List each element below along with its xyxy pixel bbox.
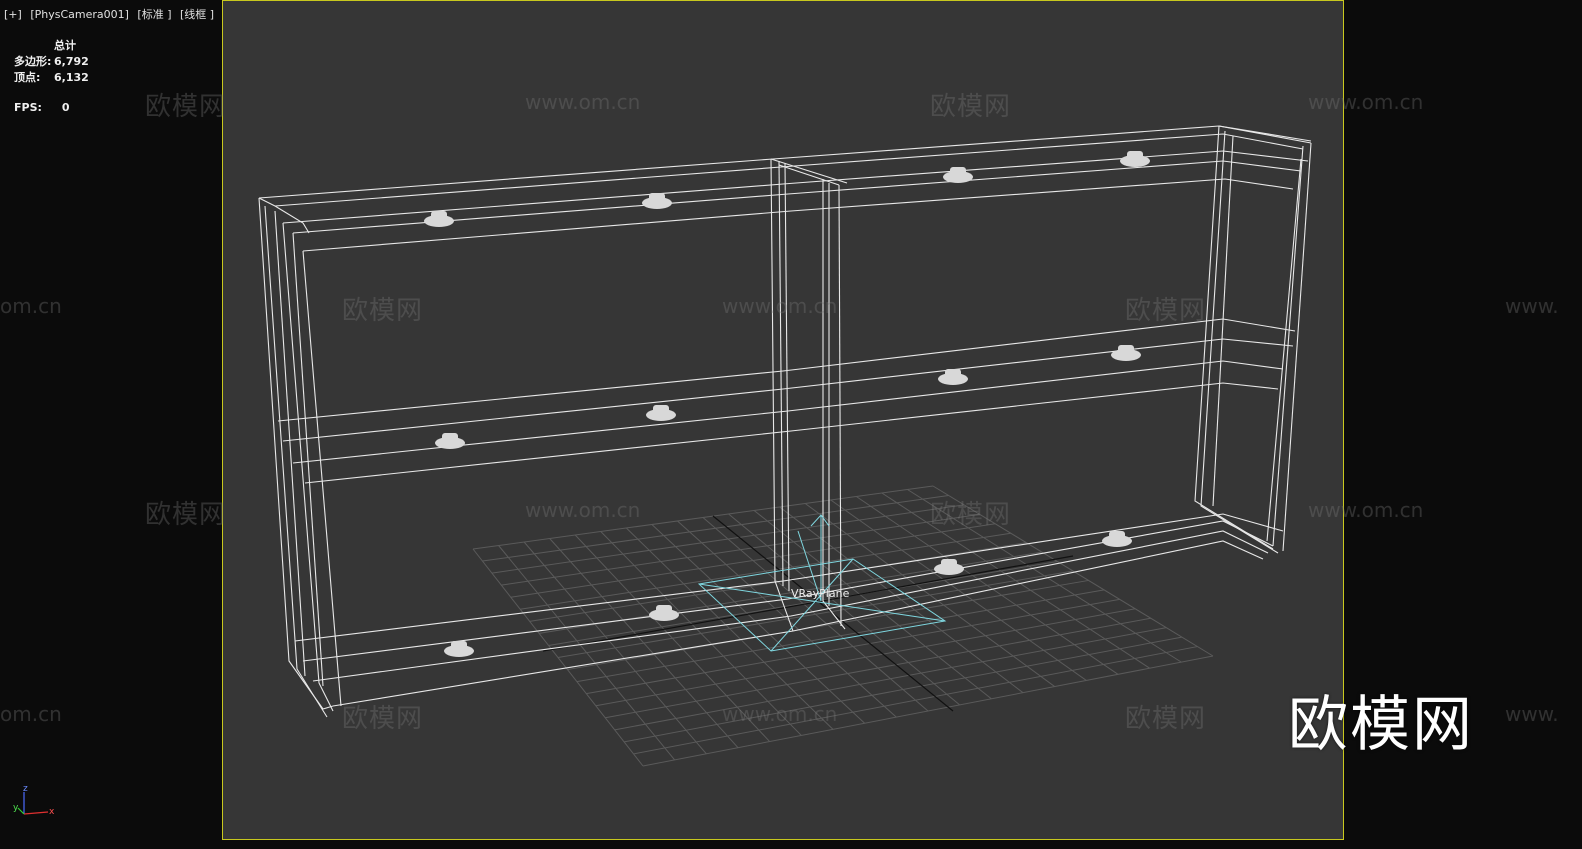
puck-light-top: [442, 433, 458, 441]
fps-readout: FPS: 0: [14, 101, 70, 114]
puck-lights: [424, 151, 1150, 657]
fps-label: FPS:: [14, 101, 42, 114]
puck-light: [649, 609, 679, 621]
brand-logo: 欧模网: [1288, 690, 1474, 760]
watermark-text: 欧模网: [1125, 704, 1207, 734]
cabinet-wireframe: [258, 125, 1312, 718]
watermark-url: www.: [1505, 702, 1559, 726]
grid-line: [633, 646, 1198, 755]
watermark-text: 欧模网: [145, 500, 227, 530]
puck-light: [1102, 535, 1132, 547]
puck-light-top: [451, 641, 467, 649]
watermark-url: om.cn: [0, 294, 62, 318]
puck-light-top: [656, 605, 672, 613]
stats-total-label: 总计: [54, 39, 76, 52]
stats-verts-value: 6,132: [54, 71, 89, 84]
puck-light: [1111, 349, 1141, 361]
puck-light-top: [431, 211, 447, 219]
watermark-url: www.om.cn: [722, 294, 838, 318]
grid-axis-x: [542, 555, 1074, 652]
axis-tripod: z x y: [13, 784, 55, 817]
watermark-url: www.om.cn: [525, 90, 641, 114]
home-grid: [472, 485, 1214, 767]
watermark-url: www.: [1505, 294, 1559, 318]
axis-label-y: y: [13, 803, 19, 813]
viewport-header: [+] [PhysCamera001] [标准 ] [线框 ]: [4, 6, 219, 22]
puck-light-top: [1109, 531, 1125, 539]
grid-line: [642, 655, 1214, 767]
puck-light-top: [1127, 151, 1143, 159]
watermark-url: www.om.cn: [1308, 90, 1424, 114]
grid-line: [907, 489, 1182, 663]
puck-light-top: [653, 405, 669, 413]
stats-verts-label: 顶点:: [14, 71, 41, 84]
wireframe-scene: VRayPlane: [258, 125, 1312, 767]
vray-plane-label: VRayPlane: [791, 587, 850, 600]
watermark-url: www.om.cn: [722, 702, 838, 726]
grid-line: [881, 492, 1150, 669]
viewport-camera-menu[interactable]: [PhysCamera001]: [30, 8, 129, 21]
puck-light: [934, 563, 964, 575]
viewport-display-mode-menu[interactable]: [线框 ]: [180, 8, 215, 21]
puck-light: [424, 215, 454, 227]
fps-value: 0: [61, 101, 70, 114]
watermark-text: 欧模网: [342, 296, 424, 326]
watermark-url: www.om.cn: [1308, 498, 1424, 522]
watermark-text: 欧模网: [930, 92, 1012, 122]
viewport-shading-menu[interactable]: [标准 ]: [137, 8, 172, 21]
puck-light-top: [945, 369, 961, 377]
watermark-text: 欧模网: [145, 92, 227, 122]
puck-light: [938, 373, 968, 385]
axis-label-x: x: [49, 807, 55, 817]
camera-viewport[interactable]: VRayPlane: [222, 0, 1344, 840]
puck-light-top: [941, 559, 957, 567]
watermark-url: om.cn: [0, 702, 62, 726]
viewport-menu-plus[interactable]: [+]: [4, 8, 22, 21]
grid-line: [932, 485, 1214, 657]
watermark-text: 欧模网: [1125, 296, 1207, 326]
puck-light: [642, 197, 672, 209]
axis-label-z: z: [23, 784, 28, 794]
puck-light: [943, 171, 973, 183]
puck-light: [444, 645, 474, 657]
stats-polys-row: 多边形: 6,792: [14, 54, 89, 70]
puck-light-top: [1118, 345, 1134, 353]
puck-light: [646, 409, 676, 421]
stats-verts-row: 顶点: 6,132: [14, 70, 89, 86]
puck-light-top: [649, 193, 665, 201]
puck-light: [435, 437, 465, 449]
stats-polys-label: 多边形:: [14, 55, 52, 68]
scene-statistics: 总计 多边形: 6,792 顶点: 6,132: [14, 38, 89, 86]
puck-light-top: [950, 167, 966, 175]
stats-polys-value: 6,792: [54, 55, 89, 68]
grid-line: [614, 627, 1167, 731]
vray-plane-helper[interactable]: [697, 514, 947, 652]
puck-light: [1120, 155, 1150, 167]
watermark-text: 欧模网: [930, 500, 1012, 530]
grid-line: [624, 636, 1182, 743]
watermark-url: www.om.cn: [525, 498, 641, 522]
watermark-text: 欧模网: [342, 704, 424, 734]
